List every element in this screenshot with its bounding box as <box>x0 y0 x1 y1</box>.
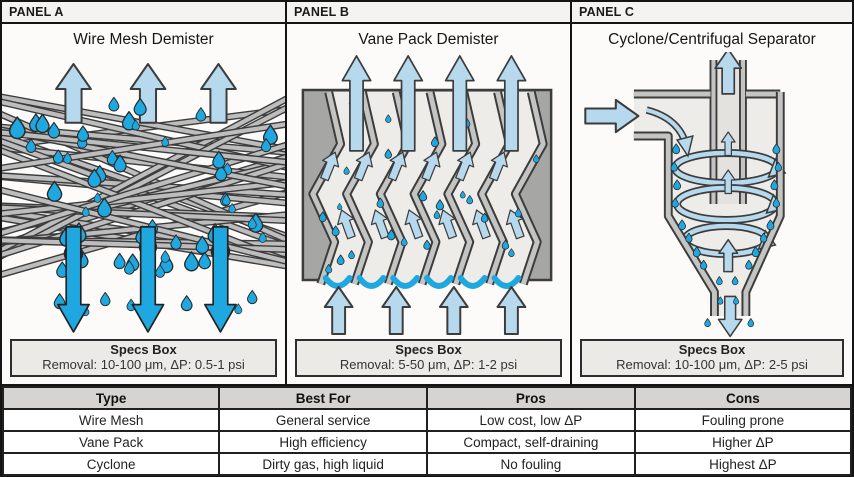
panel-tab-a: PANEL A <box>2 2 287 22</box>
table-cell: Compact, self-draining <box>425 430 636 454</box>
table-cell: Low cost, low ΔP <box>425 408 636 432</box>
gas-inlet-arrow <box>584 98 640 134</box>
table-header-cons: Cons <box>633 386 853 410</box>
specs-removal: Removal: 10-100 μm, ΔP: 2-5 psi <box>616 357 808 372</box>
specs-box: Specs Box Removal: 10-100 μm, ΔP: 2-5 ps… <box>580 339 844 377</box>
specs-title: Specs Box <box>110 342 177 357</box>
table-header-type: Type <box>1 386 221 410</box>
panel-cyclone: Cyclone/Centrifugal Separator Specs Box … <box>572 24 852 384</box>
table-header-best-for: Best For <box>218 386 428 410</box>
panel-tab-strip: PANEL A PANEL B PANEL C <box>2 2 852 24</box>
table-cell: Wire Mesh <box>1 408 221 432</box>
panel-title: Cyclone/Centrifugal Separator <box>608 31 816 48</box>
cyclone-diagram <box>584 52 787 338</box>
specs-box: Specs Box Removal: 5-50 μm, ΔP: 1-2 psi <box>295 339 562 377</box>
table-cell: Higher ΔP <box>633 430 853 454</box>
table-cell: Cyclone <box>1 452 221 476</box>
gas-inlet-arrows <box>323 286 527 335</box>
panel-wire-mesh: Wire Mesh Demister Specs Box Removal: 10… <box>2 24 287 384</box>
panel-tab-b: PANEL B <box>287 2 572 22</box>
inlet-curve-arrow <box>645 106 694 158</box>
liquid-pools <box>322 275 522 289</box>
table-cell: High efficiency <box>218 430 428 454</box>
table-cell: General service <box>218 408 428 432</box>
table-cell: Highest ΔP <box>633 452 853 476</box>
specs-removal: Removal: 5-50 μm, ΔP: 1-2 psi <box>339 357 518 372</box>
specs-title: Specs Box <box>678 342 746 357</box>
vane-pack-diagram <box>301 55 553 335</box>
table-row: Wire Mesh General service Low cost, low … <box>1 408 853 432</box>
panel-tab-c-label: PANEL C <box>579 5 635 19</box>
specs-title: Specs Box <box>395 342 462 357</box>
table-cell: Fouling prone <box>633 408 853 432</box>
panel-vane-pack: Vane Pack Demister Specs Box Removal: 5-… <box>287 24 572 384</box>
table-row: Vane Pack High efficiency Compact, self-… <box>1 430 853 454</box>
panel-title: Wire Mesh Demister <box>73 31 214 48</box>
panel-tab-b-label: PANEL B <box>294 5 350 19</box>
table-cell: Vane Pack <box>1 430 221 454</box>
table-header-row: Type Best For Pros Cons <box>1 386 853 410</box>
cyclone-walls <box>633 89 785 316</box>
panel-title: Vane Pack Demister <box>358 31 499 48</box>
table-cell: No fouling <box>425 452 636 476</box>
specs-box: Specs Box Removal: 10-100 μm, ΔP: 0.5-1 … <box>10 339 277 377</box>
table-cell: Dirty gas, high liquid <box>218 452 428 476</box>
table-row: Cyclone Dirty gas, high liquid No foulin… <box>1 452 853 476</box>
table-header-pros: Pros <box>425 386 636 410</box>
wire-mesh-diagram <box>2 63 285 333</box>
panels-row: Wire Mesh Demister Specs Box Removal: 10… <box>2 24 852 386</box>
panel-tab-a-label: PANEL A <box>9 5 64 19</box>
panel-tab-c: PANEL C <box>572 2 852 22</box>
specs-removal: Removal: 10-100 μm, ΔP: 0.5-1 psi <box>42 357 245 372</box>
comparison-table: Type Best For Pros Cons Wire Mesh Genera… <box>1 386 853 476</box>
